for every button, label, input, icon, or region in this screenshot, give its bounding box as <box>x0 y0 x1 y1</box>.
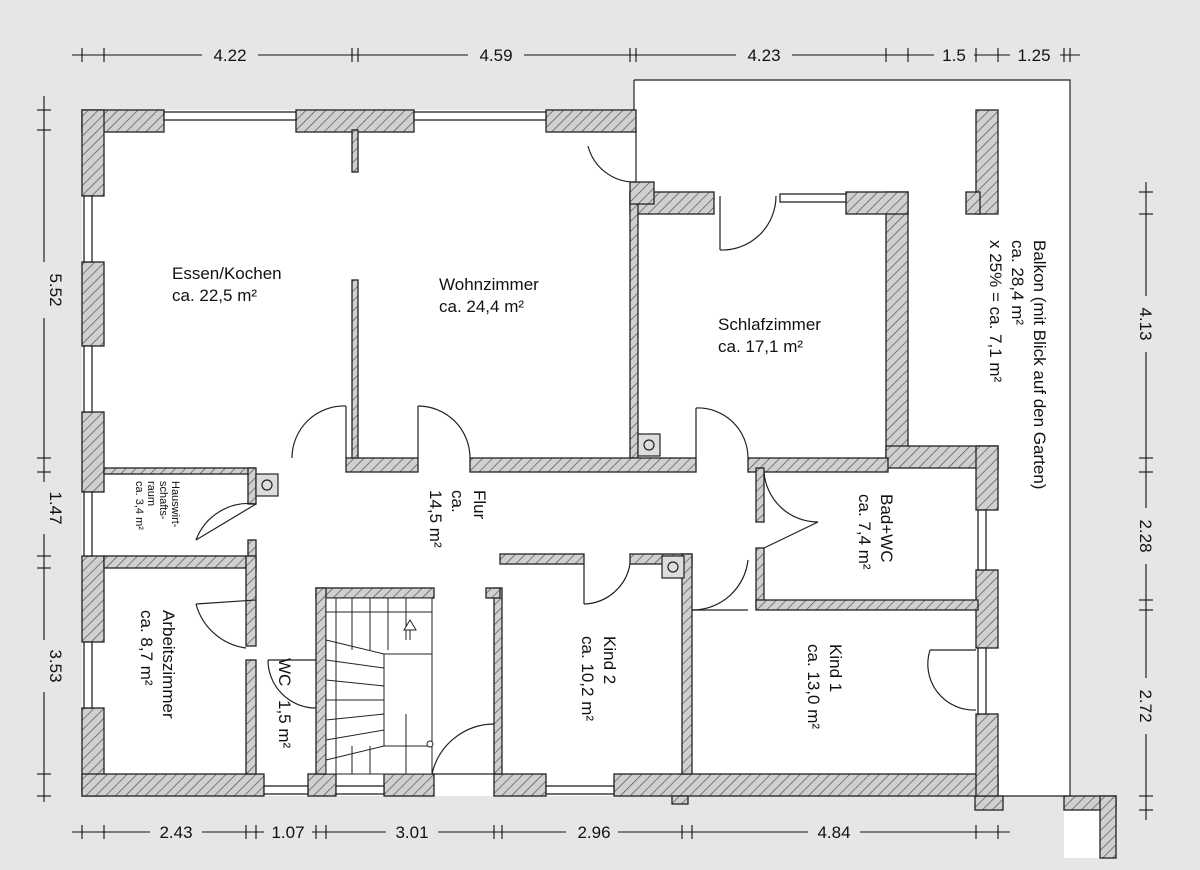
walls <box>81 109 1117 859</box>
room-area: ca. 24,4 m² <box>439 297 524 316</box>
dim-top-1: 4.22 <box>213 46 246 65</box>
dim-bottom-1: 2.43 <box>159 823 192 842</box>
doors <box>195 130 977 775</box>
right-dimensions: 4.13 2.28 2.72 <box>1135 296 1157 734</box>
room-area: 14,5 m² <box>426 490 445 548</box>
room-essen-kochen: Essen/Kochen ca. 22,5 m² <box>172 264 282 305</box>
room-labels: Essen/Kochen ca. 22,5 m² Wohnzimmer ca. … <box>133 240 1049 749</box>
room-name-line3: raum <box>145 481 157 506</box>
balcony-outline <box>633 79 1071 797</box>
room-balkon: Balkon (mit Blick auf den Garten) ca. 28… <box>986 240 1049 489</box>
room-area: ca. 8,7 m² <box>137 610 156 686</box>
dimension-ticks <box>37 48 1153 839</box>
room-area: 1,5 m² <box>275 700 294 749</box>
room-area: ca. 10,2 m² <box>578 636 597 721</box>
room-area: ca. 13,0 m² <box>804 644 823 729</box>
room-arbeitszimmer: Arbeitszimmer ca. 8,7 m² <box>137 610 178 719</box>
room-area: ca. 17,1 m² <box>718 337 803 356</box>
chimney-shafts <box>255 433 685 579</box>
dim-left-2: 1.47 <box>46 491 65 524</box>
room-wohnzimmer: Wohnzimmer ca. 24,4 m² <box>439 275 539 316</box>
room-name: Wohnzimmer <box>439 275 539 294</box>
dim-right-1: 4.13 <box>1136 307 1155 340</box>
dim-top-2: 4.59 <box>479 46 512 65</box>
room-name: Flur <box>470 490 489 520</box>
dim-top-3: 4.23 <box>747 46 780 65</box>
room-name: Bad+WC <box>877 494 896 563</box>
room-kind2: Kind 2 ca. 10,2 m² <box>578 636 619 721</box>
dim-bottom-5: 4.84 <box>817 823 850 842</box>
room-wc: WC 1,5 m² <box>275 658 294 749</box>
top-dimensions: 4.22 4.59 4.23 1.5 1.25 <box>202 44 1060 66</box>
room-hauswirtschaft: Hauswirt- schafts- raum ca. 3,4 m² <box>133 481 181 530</box>
dim-top-5: 1.25 <box>1017 46 1050 65</box>
room-name: Arbeitszimmer <box>159 610 178 719</box>
room-area: ca. 28,4 m² <box>1008 240 1027 325</box>
room-name-line2: schafts- <box>157 481 169 520</box>
room-area: ca. 22,5 m² <box>172 286 257 305</box>
room-area: ca. 7,4 m² <box>855 494 874 570</box>
room-name: WC <box>275 658 294 686</box>
room-area: ca. 3,4 m² <box>133 481 145 530</box>
dim-bottom-3: 3.01 <box>395 823 428 842</box>
room-area-weighted: x 25% = ca. 7,1 m² <box>986 240 1005 383</box>
bottom-dimensions: 2.43 1.07 3.01 2.96 4.84 <box>150 821 860 843</box>
dim-top-4: 1.5 <box>942 46 966 65</box>
room-name-line1: Hauswirt- <box>169 481 181 528</box>
floor-areas <box>82 80 1116 858</box>
dim-right-2: 2.28 <box>1136 519 1155 552</box>
dim-left-3: 3.53 <box>46 649 65 682</box>
room-kind1: Kind 1 ca. 13,0 m² <box>804 644 845 729</box>
room-name: Essen/Kochen <box>172 264 282 283</box>
room-name: Kind 1 <box>826 644 845 692</box>
dim-bottom-4: 2.96 <box>577 823 610 842</box>
room-area-prefix: ca. <box>448 490 467 513</box>
room-name: Schlafzimmer <box>718 315 821 334</box>
room-flur: Flur ca. 14,5 m² <box>426 490 489 548</box>
staircase <box>325 597 434 775</box>
dim-left-1: 5.52 <box>46 273 65 306</box>
dim-bottom-2: 1.07 <box>271 823 304 842</box>
left-dimensions: 5.52 1.47 3.53 <box>33 262 65 692</box>
room-schlafzimmer: Schlafzimmer ca. 17,1 m² <box>718 315 821 356</box>
room-bad-wc: Bad+WC ca. 7,4 m² <box>855 494 896 570</box>
room-name: Balkon (mit Blick auf den Garten) <box>1030 240 1049 489</box>
room-name: Kind 2 <box>600 636 619 684</box>
dim-right-3: 2.72 <box>1136 689 1155 722</box>
